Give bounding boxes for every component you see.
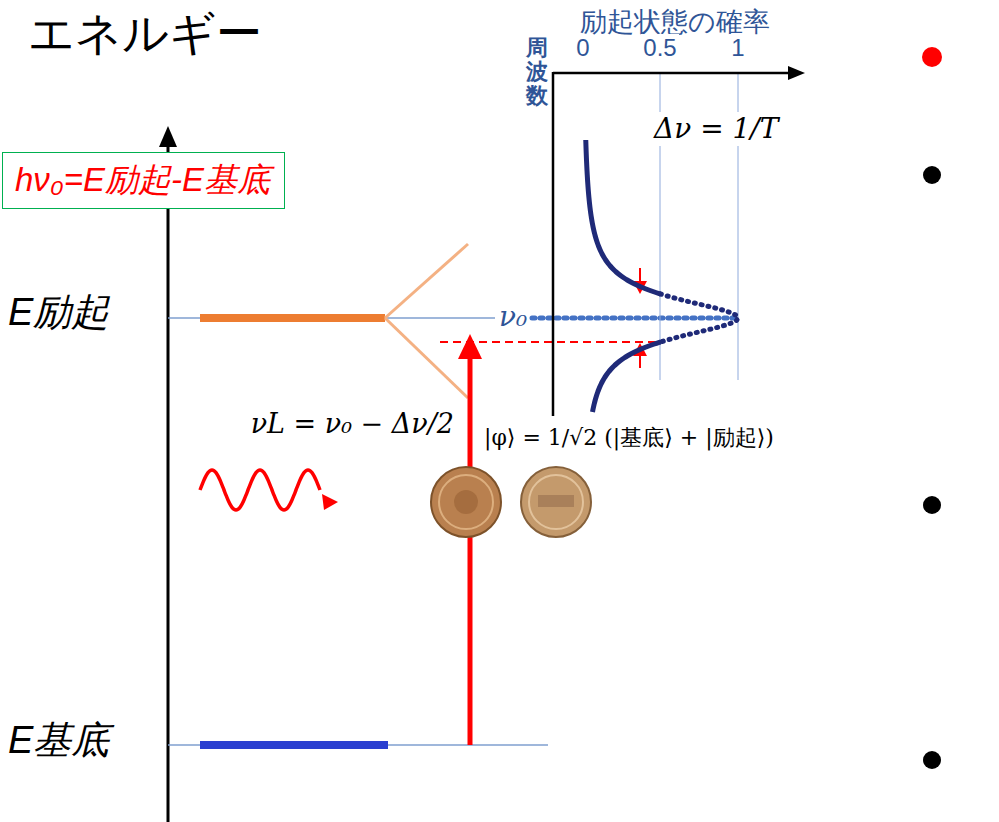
bullet [923, 496, 941, 514]
excited-level [200, 314, 385, 322]
axis-title: 周波数 [526, 36, 548, 109]
zoom-line [385, 244, 468, 318]
bullet [923, 751, 941, 769]
diagram-label: E励起 [6, 290, 111, 336]
coin-heads [431, 467, 501, 537]
formula-text: hν₀=E励起-E基底 [15, 159, 272, 200]
zoom-line [385, 318, 468, 398]
coin [431, 467, 501, 537]
frequency-axis [552, 72, 555, 416]
bullet [923, 166, 941, 184]
lorentzian-curve [592, 342, 660, 412]
diagram-label: νL = ν₀ − Δν/2 [249, 408, 456, 440]
coin-rim [529, 475, 583, 529]
energy-axis [167, 142, 170, 822]
diagram-label: 0.5 [641, 34, 678, 63]
bullet [922, 47, 942, 67]
level-guide [168, 317, 495, 319]
coin-emblem [538, 495, 574, 507]
probability-axis [553, 72, 792, 75]
coin-rim [439, 475, 493, 529]
axis-arrowhead [788, 66, 805, 80]
light-wave [200, 470, 320, 510]
formula-box: hν₀=E励起-E基底 [2, 152, 285, 209]
diagram-label: ν₀ [497, 300, 529, 334]
lorentzian-curve [586, 140, 661, 294]
diagram-label: |φ⟩ = 1/√2 (|基底⟩ + |励起⟩) [482, 425, 776, 451]
diagram-label: 0 [574, 34, 591, 63]
diagram-label: E基底 [6, 718, 111, 764]
diagram-label: 1 [729, 34, 746, 63]
axis-arrowhead [159, 126, 177, 147]
ground-level [200, 741, 388, 749]
diagram-label: Δν = 1/T [652, 112, 780, 146]
coin-emblem [454, 490, 478, 514]
lorentzian-peak [661, 294, 738, 342]
coin [521, 467, 591, 537]
excitation-arrow [468, 356, 473, 745]
coin-tails [521, 467, 591, 537]
diagram-label: エネルギー [26, 6, 264, 61]
wave-arrowhead [322, 494, 338, 510]
level-guide [168, 744, 548, 746]
resonance-line [532, 316, 738, 321]
arrowhead [458, 334, 482, 359]
